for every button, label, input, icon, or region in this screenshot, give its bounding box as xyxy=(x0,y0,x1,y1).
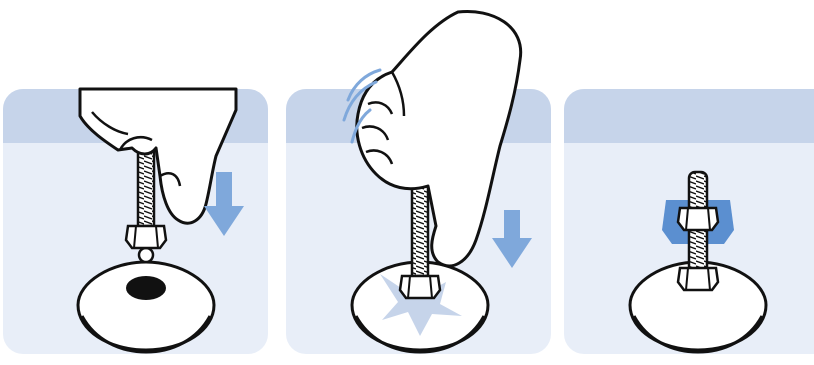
hand-icon xyxy=(357,11,521,265)
step-3-art xyxy=(630,172,766,352)
leveling-foot-icon xyxy=(78,262,214,352)
down-arrow-icon xyxy=(492,210,532,268)
hex-nut-icon xyxy=(126,226,166,248)
step-2-art xyxy=(344,11,532,352)
step-1-art xyxy=(78,89,244,352)
hex-nut-icon xyxy=(400,276,440,298)
base-hole xyxy=(126,276,166,300)
hex-nut-icon xyxy=(678,268,718,290)
threaded-stem-icon xyxy=(412,186,428,276)
hand-icon xyxy=(80,89,236,223)
hex-nut-icon xyxy=(678,208,718,230)
